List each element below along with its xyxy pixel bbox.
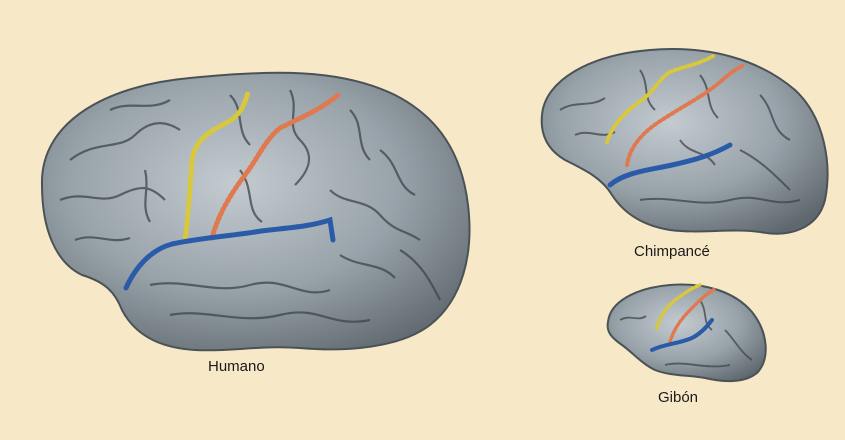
human-label: Humano xyxy=(208,358,265,375)
gibbon-label: Gibón xyxy=(658,389,698,406)
chimp-label: Chimpancé xyxy=(634,243,710,260)
